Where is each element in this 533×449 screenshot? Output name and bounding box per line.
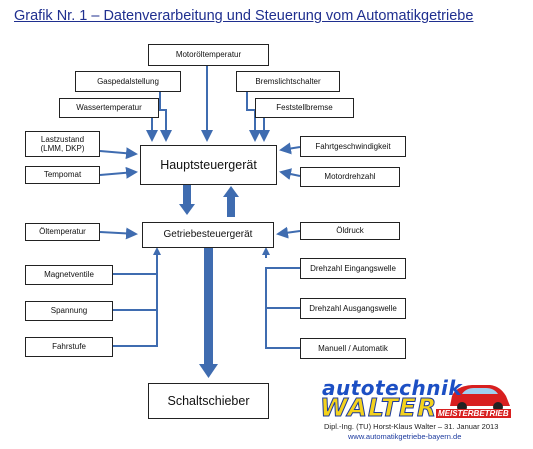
node-spannung: Spannung [25, 301, 113, 321]
node-magnetventile: Magnetventile [25, 265, 113, 285]
node-oeldruck: Öldruck [300, 222, 400, 240]
node-bremslichtschalter: Bremslichtschalter [236, 71, 340, 92]
node-getriebesteuergeraet: Getriebesteuergerät [142, 222, 274, 248]
logo-line1: autotechnik [322, 376, 463, 400]
node-schaltschieber: Schaltschieber [148, 383, 269, 419]
diagram-title: Grafik Nr. 1 – Datenverarbeitung und Ste… [14, 8, 474, 24]
node-fahrstufe: Fahrstufe [25, 337, 113, 357]
node-tempomat: Tempomat [25, 166, 100, 184]
logo-badge: MEISTERBETRIEB [436, 409, 511, 418]
node-motordrehzahl: Motordrehzahl [300, 167, 400, 187]
logo-line2: WALTER [319, 393, 438, 423]
website-url: www.automatikgetriebe-bayern.de [348, 432, 462, 441]
node-lastzustand: Lastzustand (LMM, DKP) [25, 131, 100, 157]
node-oeltemperatur: Öltemperatur [25, 223, 100, 241]
node-drehzahl-ausgangswelle: Drehzahl Ausgangswelle [300, 298, 406, 319]
node-wassertemperatur: Wassertemperatur [59, 98, 159, 118]
node-drehzahl-eingangswelle: Drehzahl Eingangswelle [300, 258, 406, 279]
node-manuell-automatik: Manuell / Automatik [300, 338, 406, 359]
node-hauptsteuergeraet: Hauptsteuergerät [140, 145, 277, 185]
node-gaspedalstellung: Gaspedalstellung [75, 71, 181, 92]
node-motoroeltemperatur: Motoröltemperatur [148, 44, 269, 66]
node-feststellbremse: Feststellbremse [255, 98, 354, 118]
node-fahrtgeschwindigkeit: Fahrtgeschwindigkeit [300, 136, 406, 157]
credit-line: Dipl.-Ing. (TU) Horst-Klaus Walter – 31.… [324, 422, 499, 431]
company-logo: autotechnik WALTER MEISTERBETRIEB Dipl.-… [318, 376, 528, 448]
